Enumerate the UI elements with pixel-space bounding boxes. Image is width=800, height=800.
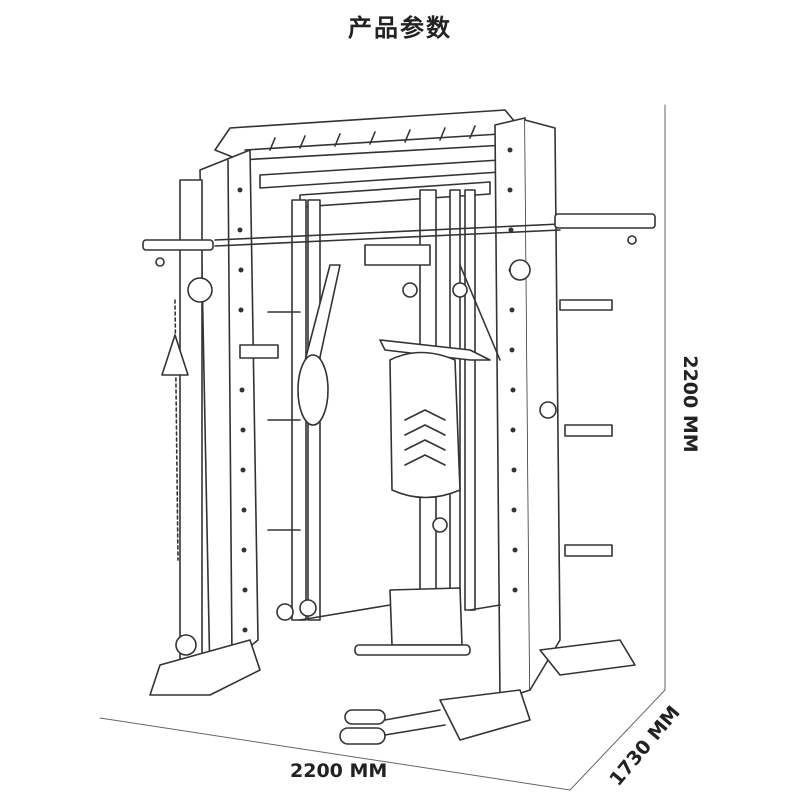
bench-pad [276, 244, 501, 656]
dimension-lines [99, 104, 666, 791]
page-title: 产品参数 [348, 14, 452, 42]
top-frame [214, 109, 521, 208]
width-dimension-line [99, 717, 571, 791]
width-dimension-label: 2200 MM [290, 760, 388, 782]
height-dimension-label: 2200 MM [679, 355, 701, 453]
front-right-upright [339, 117, 636, 745]
depth-dimension-line [569, 689, 666, 791]
front-left-upright [149, 149, 279, 696]
barbell [142, 213, 656, 267]
